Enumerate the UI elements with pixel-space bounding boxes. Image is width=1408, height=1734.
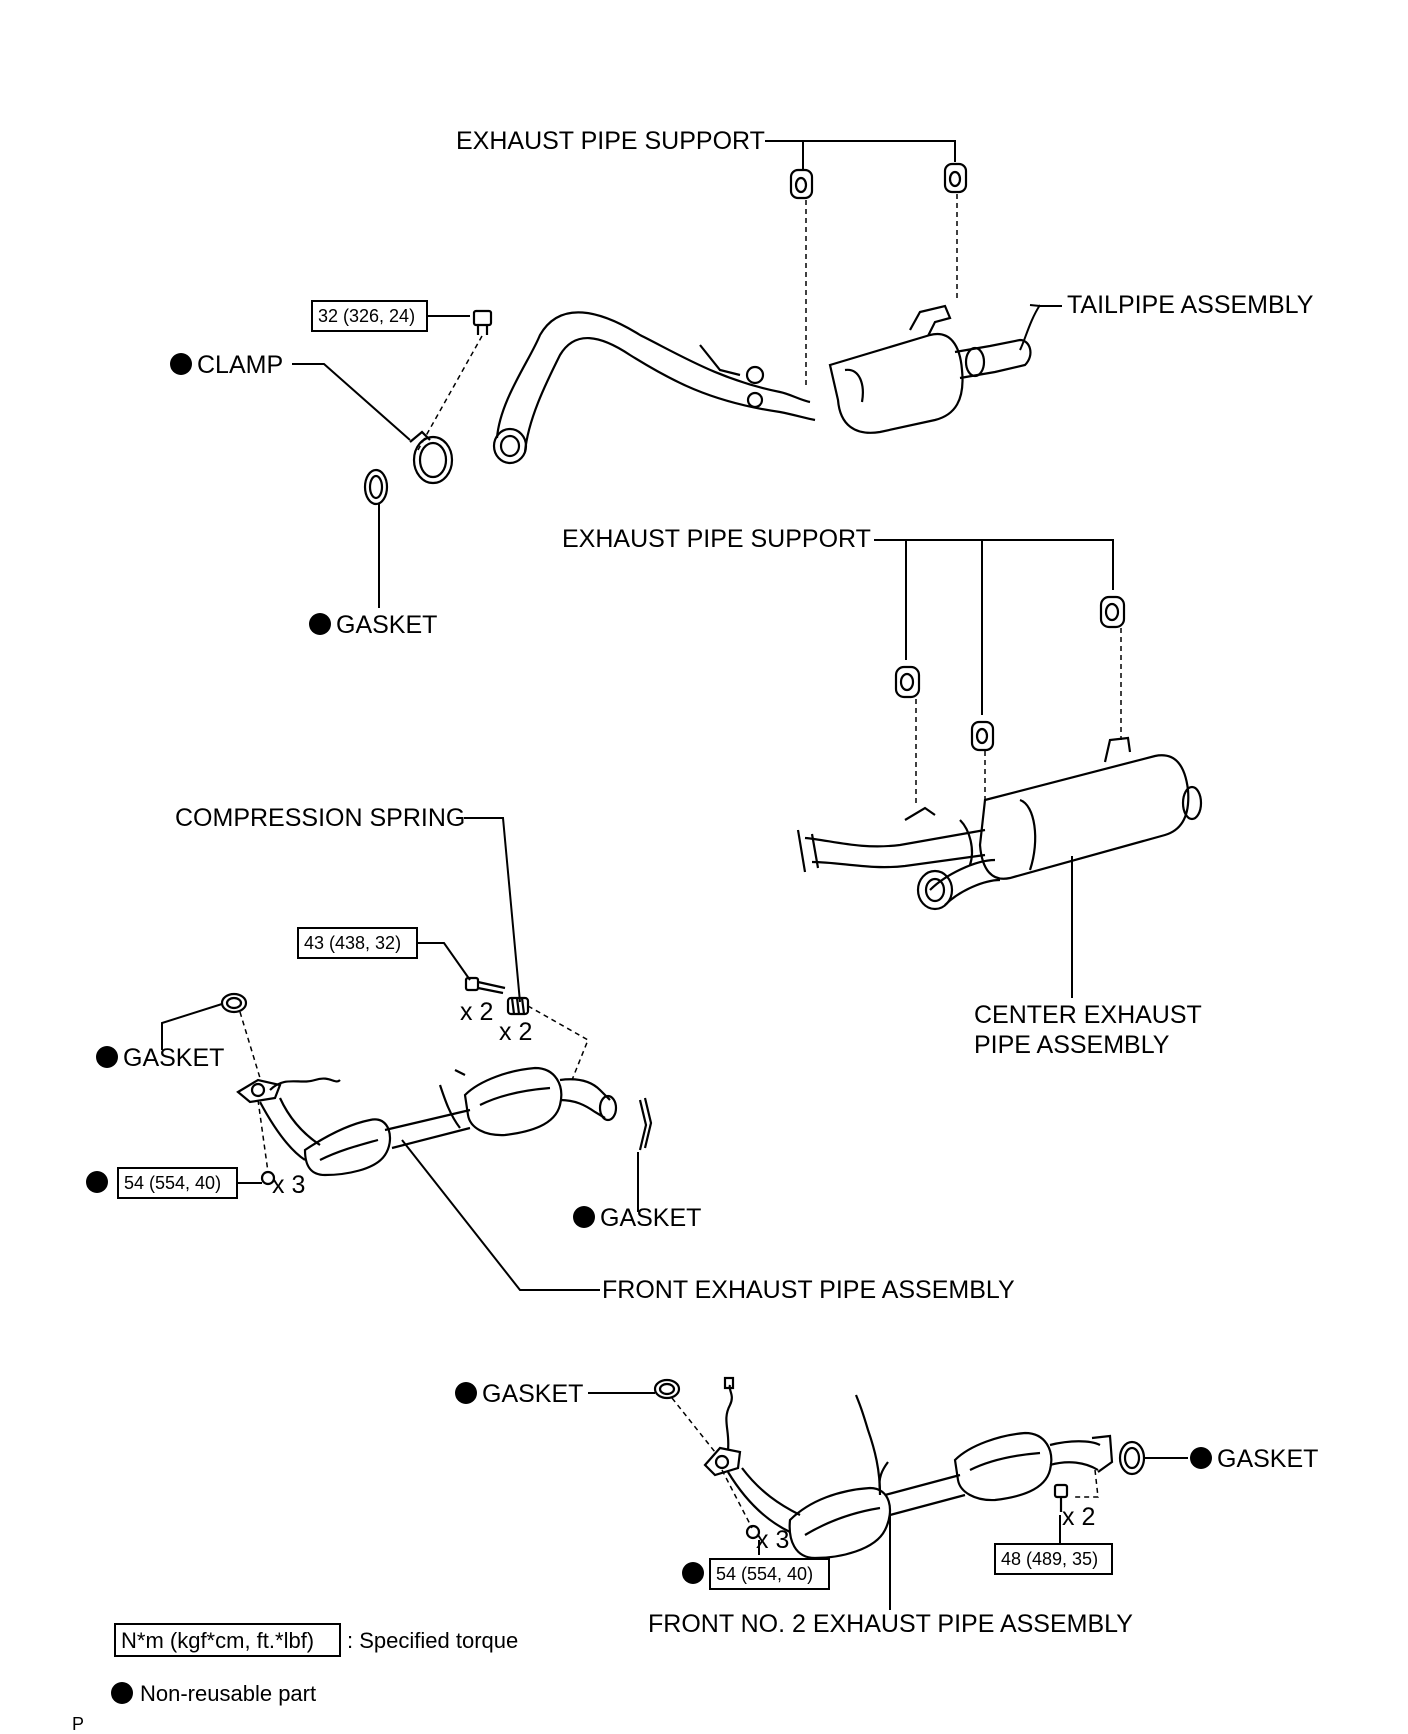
leader-clamp [292, 363, 411, 441]
nonreusable-icon [96, 1046, 118, 1068]
torque-clamp-bolt: 32 (326, 24) [318, 306, 415, 326]
exhaust-pipe-support-part [894, 665, 921, 699]
label-center-exhaust-line2: PIPE ASSEMBLY [974, 1031, 1170, 1059]
label-front-no2-exhaust-pipe-assembly: FRONT NO. 2 EXHAUST PIPE ASSEMBLY [648, 1610, 1133, 1638]
corner-mark: P [72, 1714, 84, 1734]
label-exhaust-pipe-support-top: EXHAUST PIPE SUPPORT [456, 127, 765, 155]
legend-nonreusable-desc: Non-reusable part [140, 1681, 316, 1706]
gasket-part [1118, 1440, 1146, 1476]
tailpipe-section: EXHAUST PIPE SUPPORT [170, 127, 1314, 639]
nonreusable-icon [111, 1682, 133, 1704]
nonreusable-icon [86, 1171, 108, 1193]
legend-torque-unit: N*m (kgf*cm, ft.*lbf) [121, 1628, 314, 1653]
bolt-part [464, 976, 506, 995]
gasket-part [220, 992, 248, 1014]
label-clamp: CLAMP [197, 351, 283, 379]
label-gasket-top: GASKET [336, 611, 437, 639]
nut-part [260, 1170, 276, 1186]
label-compression-spring: COMPRESSION SPRING [175, 804, 465, 832]
gasket-part [653, 1378, 681, 1400]
leader-support-top [765, 140, 956, 170]
bolt-part [472, 309, 493, 335]
torque-front-flange-nut: 54 (554, 40) [124, 1173, 221, 1193]
front-exhaust-section: COMPRESSION SPRING 43 (438, 32) x 2 x 2 … [86, 804, 1015, 1304]
gasket-part [638, 1097, 653, 1151]
leader-compression-spring [464, 817, 521, 1003]
nonreusable-icon [309, 613, 331, 635]
center-exhaust-pipe-assembly-part [796, 736, 1203, 911]
torque-box-no2-flange [709, 1558, 830, 1590]
nonreusable-icon [170, 353, 192, 375]
qty-no2-bolt: x 2 [1062, 1503, 1095, 1531]
label-tailpipe-assembly: TAILPIPE ASSEMBLY [1067, 291, 1314, 319]
exhaust-pipe-support-part [789, 168, 814, 200]
torque-box-spring-bolt [297, 927, 418, 959]
legend-torque-desc: : Specified torque [347, 1628, 518, 1653]
qty-no2-nut: x 3 [756, 1526, 789, 1554]
nonreusable-icon [1190, 1447, 1212, 1469]
leader-gasket-front-left [161, 1003, 223, 1050]
label-gasket-no2-left: GASKET [482, 1380, 583, 1408]
torque-no2-rear-bolt: 48 (489, 35) [1001, 1549, 1098, 1569]
nonreusable-icon [573, 1206, 595, 1228]
label-gasket-front-left: GASKET [123, 1044, 224, 1072]
torque-box-no2-rear [994, 1543, 1113, 1575]
nonreusable-icon [455, 1382, 477, 1404]
nut-part [745, 1524, 761, 1540]
bolt-part [1053, 1483, 1069, 1512]
exhaust-pipe-support-part [970, 720, 995, 752]
label-exhaust-pipe-support-center: EXHAUST PIPE SUPPORT [562, 525, 871, 553]
front-no2-exhaust-section: GASKET [455, 1376, 1318, 1638]
qty-front-nut: x 3 [272, 1171, 305, 1199]
nonreusable-icon [682, 1562, 704, 1584]
legend-torque-box [114, 1623, 341, 1657]
label-gasket-no2-right: GASKET [1217, 1445, 1318, 1473]
qty-spring-bolt: x 2 [460, 998, 493, 1026]
gasket-part [363, 468, 389, 506]
leader-support-center [874, 539, 1114, 715]
center-exhaust-section: EXHAUST PIPE SUPPORT [562, 525, 1203, 1059]
leader-tailpipe [1029, 304, 1062, 307]
front-exhaust-pipe-assembly-part [236, 1066, 618, 1177]
tailpipe-assembly-part [492, 304, 1032, 465]
torque-spring-bolt: 43 (438, 32) [304, 933, 401, 953]
leader-front-exhaust-pipe [401, 1139, 600, 1291]
exhaust-pipe-support-part [1099, 595, 1126, 629]
clamp-part [409, 430, 454, 485]
torque-box-clamp-bolt [311, 300, 428, 332]
legend: N*m (kgf*cm, ft.*lbf) : Specified torque… [72, 1623, 518, 1734]
torque-no2-flange-nut: 54 (554, 40) [716, 1564, 813, 1584]
label-front-exhaust-pipe-assembly: FRONT EXHAUST PIPE ASSEMBLY [602, 1276, 1015, 1304]
compression-spring-part [506, 996, 530, 1016]
label-center-exhaust-line1: CENTER EXHAUST [974, 1001, 1202, 1029]
label-gasket-front-right: GASKET [600, 1204, 701, 1232]
qty-spring: x 2 [499, 1018, 532, 1046]
front-no2-exhaust-pipe-assembly-part [703, 1376, 1114, 1560]
exhaust-pipe-support-part [943, 162, 968, 194]
